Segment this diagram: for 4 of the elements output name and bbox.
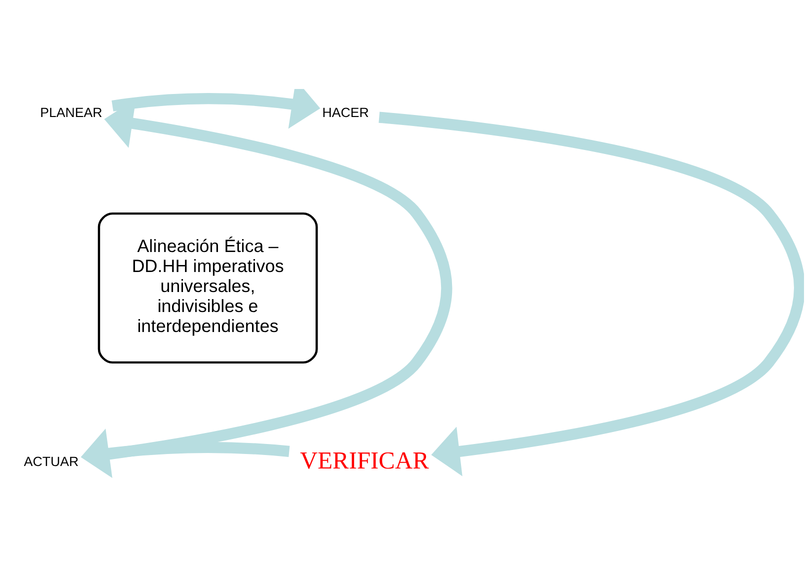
node-text: HACER [322,104,368,120]
node-text: PLANEAR [40,104,102,120]
node-text: VERIFICAR [300,447,428,474]
node-text: ACTUAR [23,453,78,468]
